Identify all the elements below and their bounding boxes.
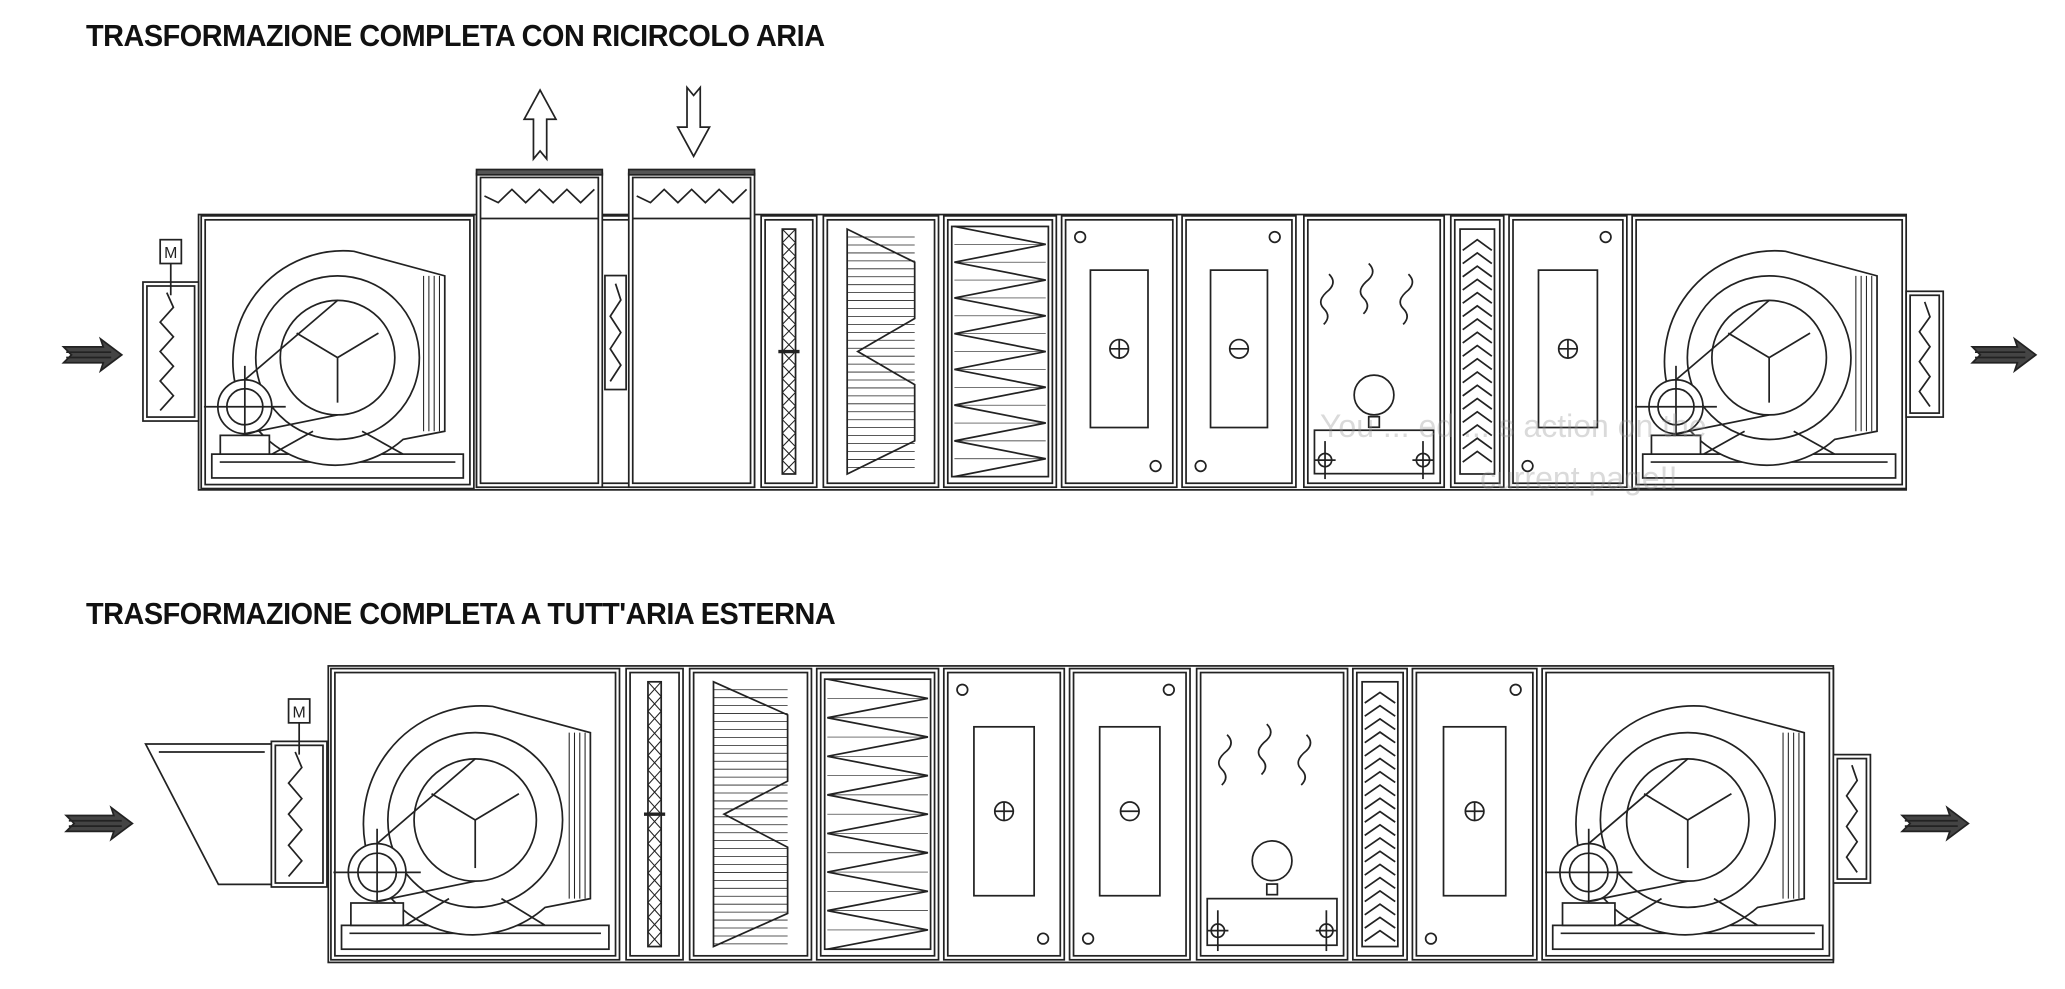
air-outlet-arrow-icon [1900, 805, 1970, 842]
damper-motor-icon: M [287, 698, 311, 755]
diagram-title-recirculation: TRASFORMAZIONE COMPLETA CON RICIRCOLO AR… [86, 18, 825, 53]
heat-recovery-coil [815, 667, 940, 961]
watermark-text: current page!! [1480, 460, 1678, 496]
svg-text:M: M [164, 245, 177, 262]
svg-text:M: M [293, 705, 306, 722]
air-inlet-arrow-icon [64, 805, 134, 842]
outlet-damper [1832, 753, 1872, 884]
bag-filter [822, 214, 940, 489]
supply-fan [1541, 667, 1835, 961]
droplet-eliminator [1351, 667, 1408, 961]
diagram-title-outdoor-air: TRASFORMAZIONE COMPLETA A TUTT'ARIA ESTE… [86, 596, 836, 631]
air-outlet-arrow-icon [1970, 336, 2038, 374]
heating-coil [1060, 214, 1178, 489]
inlet-damper [270, 740, 328, 888]
outdoor-air-arrow-icon [676, 85, 711, 159]
pre-filter [625, 667, 684, 961]
return-fan [200, 214, 475, 490]
pre-filter [760, 214, 818, 489]
exhaust-air-arrow-icon [522, 88, 558, 162]
humidifier [1303, 214, 1446, 489]
humidifier [1195, 667, 1349, 961]
cooling-coil [1068, 667, 1191, 961]
supply-fan [1631, 214, 1908, 490]
reheat-coil [1411, 667, 1538, 961]
watermark-text: You ... ed ... s action on the [1320, 408, 1707, 444]
cooling-coil [1181, 214, 1297, 489]
heating-coil [942, 667, 1066, 961]
inlet-hood [144, 743, 273, 886]
return-fan [330, 667, 621, 961]
outlet-damper [1905, 290, 1945, 418]
mixing-section [475, 168, 756, 489]
bag-filter [688, 667, 813, 961]
reheat-coil [1508, 214, 1628, 489]
air-inlet-arrow-icon [61, 336, 124, 374]
damper-motor-icon: M [159, 238, 183, 296]
droplet-eliminator [1449, 214, 1505, 489]
inlet-damper [142, 281, 200, 422]
heat-recovery-coil [942, 214, 1058, 489]
